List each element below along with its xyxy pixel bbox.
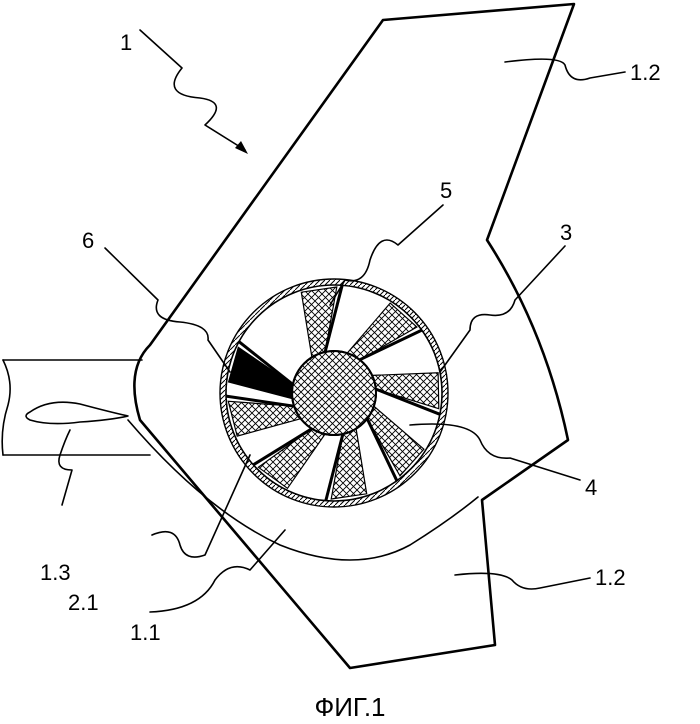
label-1-2-bottom: 1.2 xyxy=(595,565,626,590)
label-1-2-top: 1.2 xyxy=(630,60,661,85)
label-6: 6 xyxy=(82,228,94,253)
rotor-blade-edge xyxy=(238,340,294,386)
rotor xyxy=(219,278,449,508)
airfoil-profile xyxy=(25,401,129,425)
label-1: 1 xyxy=(120,30,132,55)
housing xyxy=(127,2,576,670)
label-4: 4 xyxy=(585,475,597,500)
housing-inner-contour xyxy=(127,419,479,561)
rotor-blade-edge xyxy=(365,418,399,482)
label-1-3: 1.3 xyxy=(40,560,71,585)
label-1-1: 1.1 xyxy=(130,620,161,645)
rotor-blade-edge xyxy=(324,433,345,502)
rotor-blade-edge xyxy=(323,284,344,353)
housing-outer-outline xyxy=(133,2,576,670)
reference-labels: 1 5 3 6 1.2 4 1.3 2.1 1.1 1.2 xyxy=(40,30,661,645)
figure-caption: ФИГ.1 xyxy=(314,692,385,722)
arrowhead xyxy=(235,141,248,154)
rotor-blade-edge xyxy=(375,387,441,416)
shaft xyxy=(1,359,151,456)
label-3: 3 xyxy=(560,220,572,245)
label-5: 5 xyxy=(440,178,452,203)
leader-lines xyxy=(58,29,626,613)
rotor-blade-edge xyxy=(225,394,295,408)
rotor-blade-edge xyxy=(252,427,313,467)
rotor-blade-edge xyxy=(359,328,423,362)
label-2-1: 2.1 xyxy=(68,590,99,615)
